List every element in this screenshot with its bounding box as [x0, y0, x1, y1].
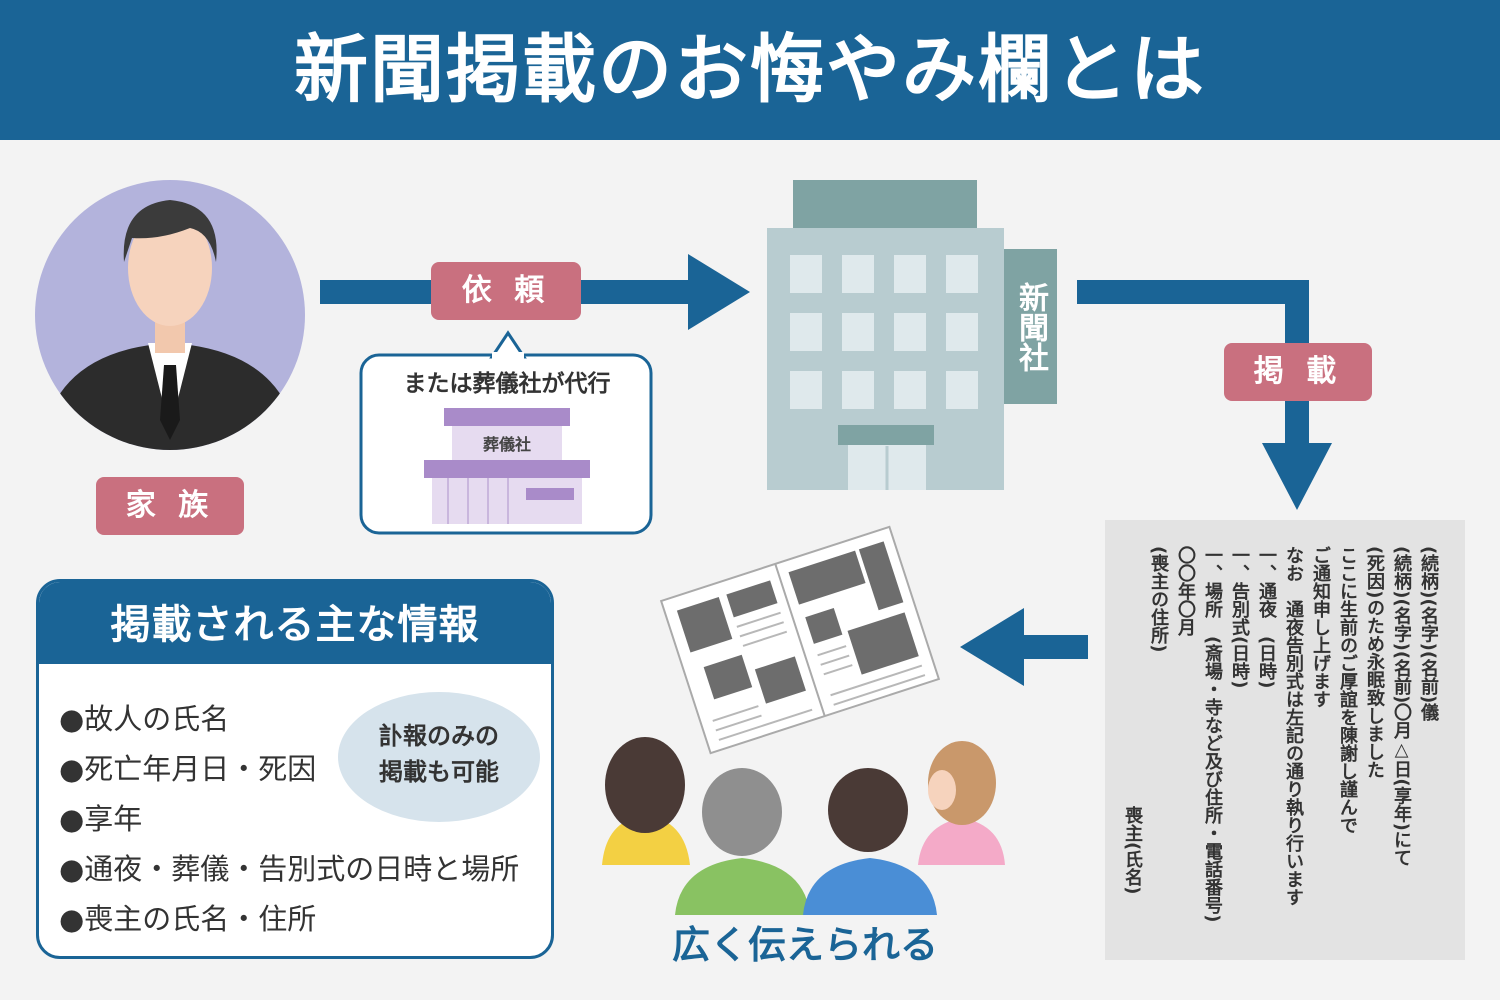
- list-item: ●通夜・葬儀・告別式の日時と場所: [59, 852, 520, 886]
- spread-arrow-head: [960, 608, 1024, 686]
- spread-caption: 広く伝えられる: [671, 923, 938, 967]
- newspaper-building-icon: [767, 180, 1057, 490]
- obituary-only-bubble: 訃報のみの 掲載も可能: [338, 692, 540, 822]
- people-group-icon: [602, 737, 1005, 915]
- list-item: ●死亡年月日・死因: [59, 752, 317, 786]
- info-list: ●故人の氏名 ●死亡年月日・死因 ●享年 ●通夜・葬儀・告別式の日時と場所 ●喪…: [59, 694, 519, 944]
- notice-line: 一、通夜 (日時): [1256, 546, 1277, 689]
- notice-line: (続柄)(名字)(名前)〇月△日(享年)にて: [1391, 546, 1412, 867]
- publish-arrow-head: [1262, 443, 1332, 510]
- funeral-sign: 葬儀社: [482, 435, 531, 454]
- notice-line: なお 通夜告別式は左記の通り執り行います: [1283, 546, 1304, 906]
- callout-text: または葬儀社が代行: [403, 371, 611, 397]
- publish-label: 掲 載: [1224, 343, 1372, 401]
- open-newspaper-icon: [659, 525, 941, 755]
- newspaper-sign: 新聞社: [1013, 282, 1048, 372]
- notice-signature: 喪主(氏名): [1122, 806, 1143, 895]
- request-arrow-head: [688, 254, 750, 330]
- notice-line: (続柄)(名字)(名前)儀: [1418, 546, 1439, 722]
- notice-line: (死因)のため永眠致しました: [1364, 546, 1385, 779]
- bubble-line: 掲載も可能: [379, 758, 499, 786]
- obituary-notice: (続柄)(名字)(名前)儀 (続柄)(名字)(名前)〇月△日(享年)にて (死因…: [1105, 520, 1465, 960]
- notice-line: ここに生前のご厚誼を陳謝し謹んで: [1337, 546, 1358, 834]
- request-label: 依 頼: [431, 262, 581, 320]
- funeral-home-icon: [424, 408, 590, 524]
- notice-line: ご通知申し上げます: [1310, 546, 1331, 708]
- notice-line: 〇〇年〇月: [1175, 546, 1196, 636]
- list-item: ●喪主の氏名・住所: [59, 902, 317, 936]
- list-item: ●享年: [59, 802, 143, 836]
- notice-line: 一、場所 (斎場・寺など及び住所・電話番号): [1202, 546, 1223, 923]
- notice-line: (喪主の住所): [1148, 546, 1169, 653]
- spread-arrow-shaft: [1020, 635, 1088, 659]
- family-avatar: [35, 180, 305, 450]
- page-title: 新聞掲載のお悔やみ欄とは: [294, 27, 1206, 113]
- notice-line: 一、告別式(日時): [1229, 546, 1250, 689]
- info-box-title: 掲載される主な情報: [39, 582, 551, 664]
- list-item: ●故人の氏名: [59, 702, 230, 736]
- header-bar: 新聞掲載のお悔やみ欄とは: [0, 0, 1500, 140]
- bubble-line: 訃報のみの: [379, 722, 499, 750]
- family-label: 家 族: [96, 477, 244, 535]
